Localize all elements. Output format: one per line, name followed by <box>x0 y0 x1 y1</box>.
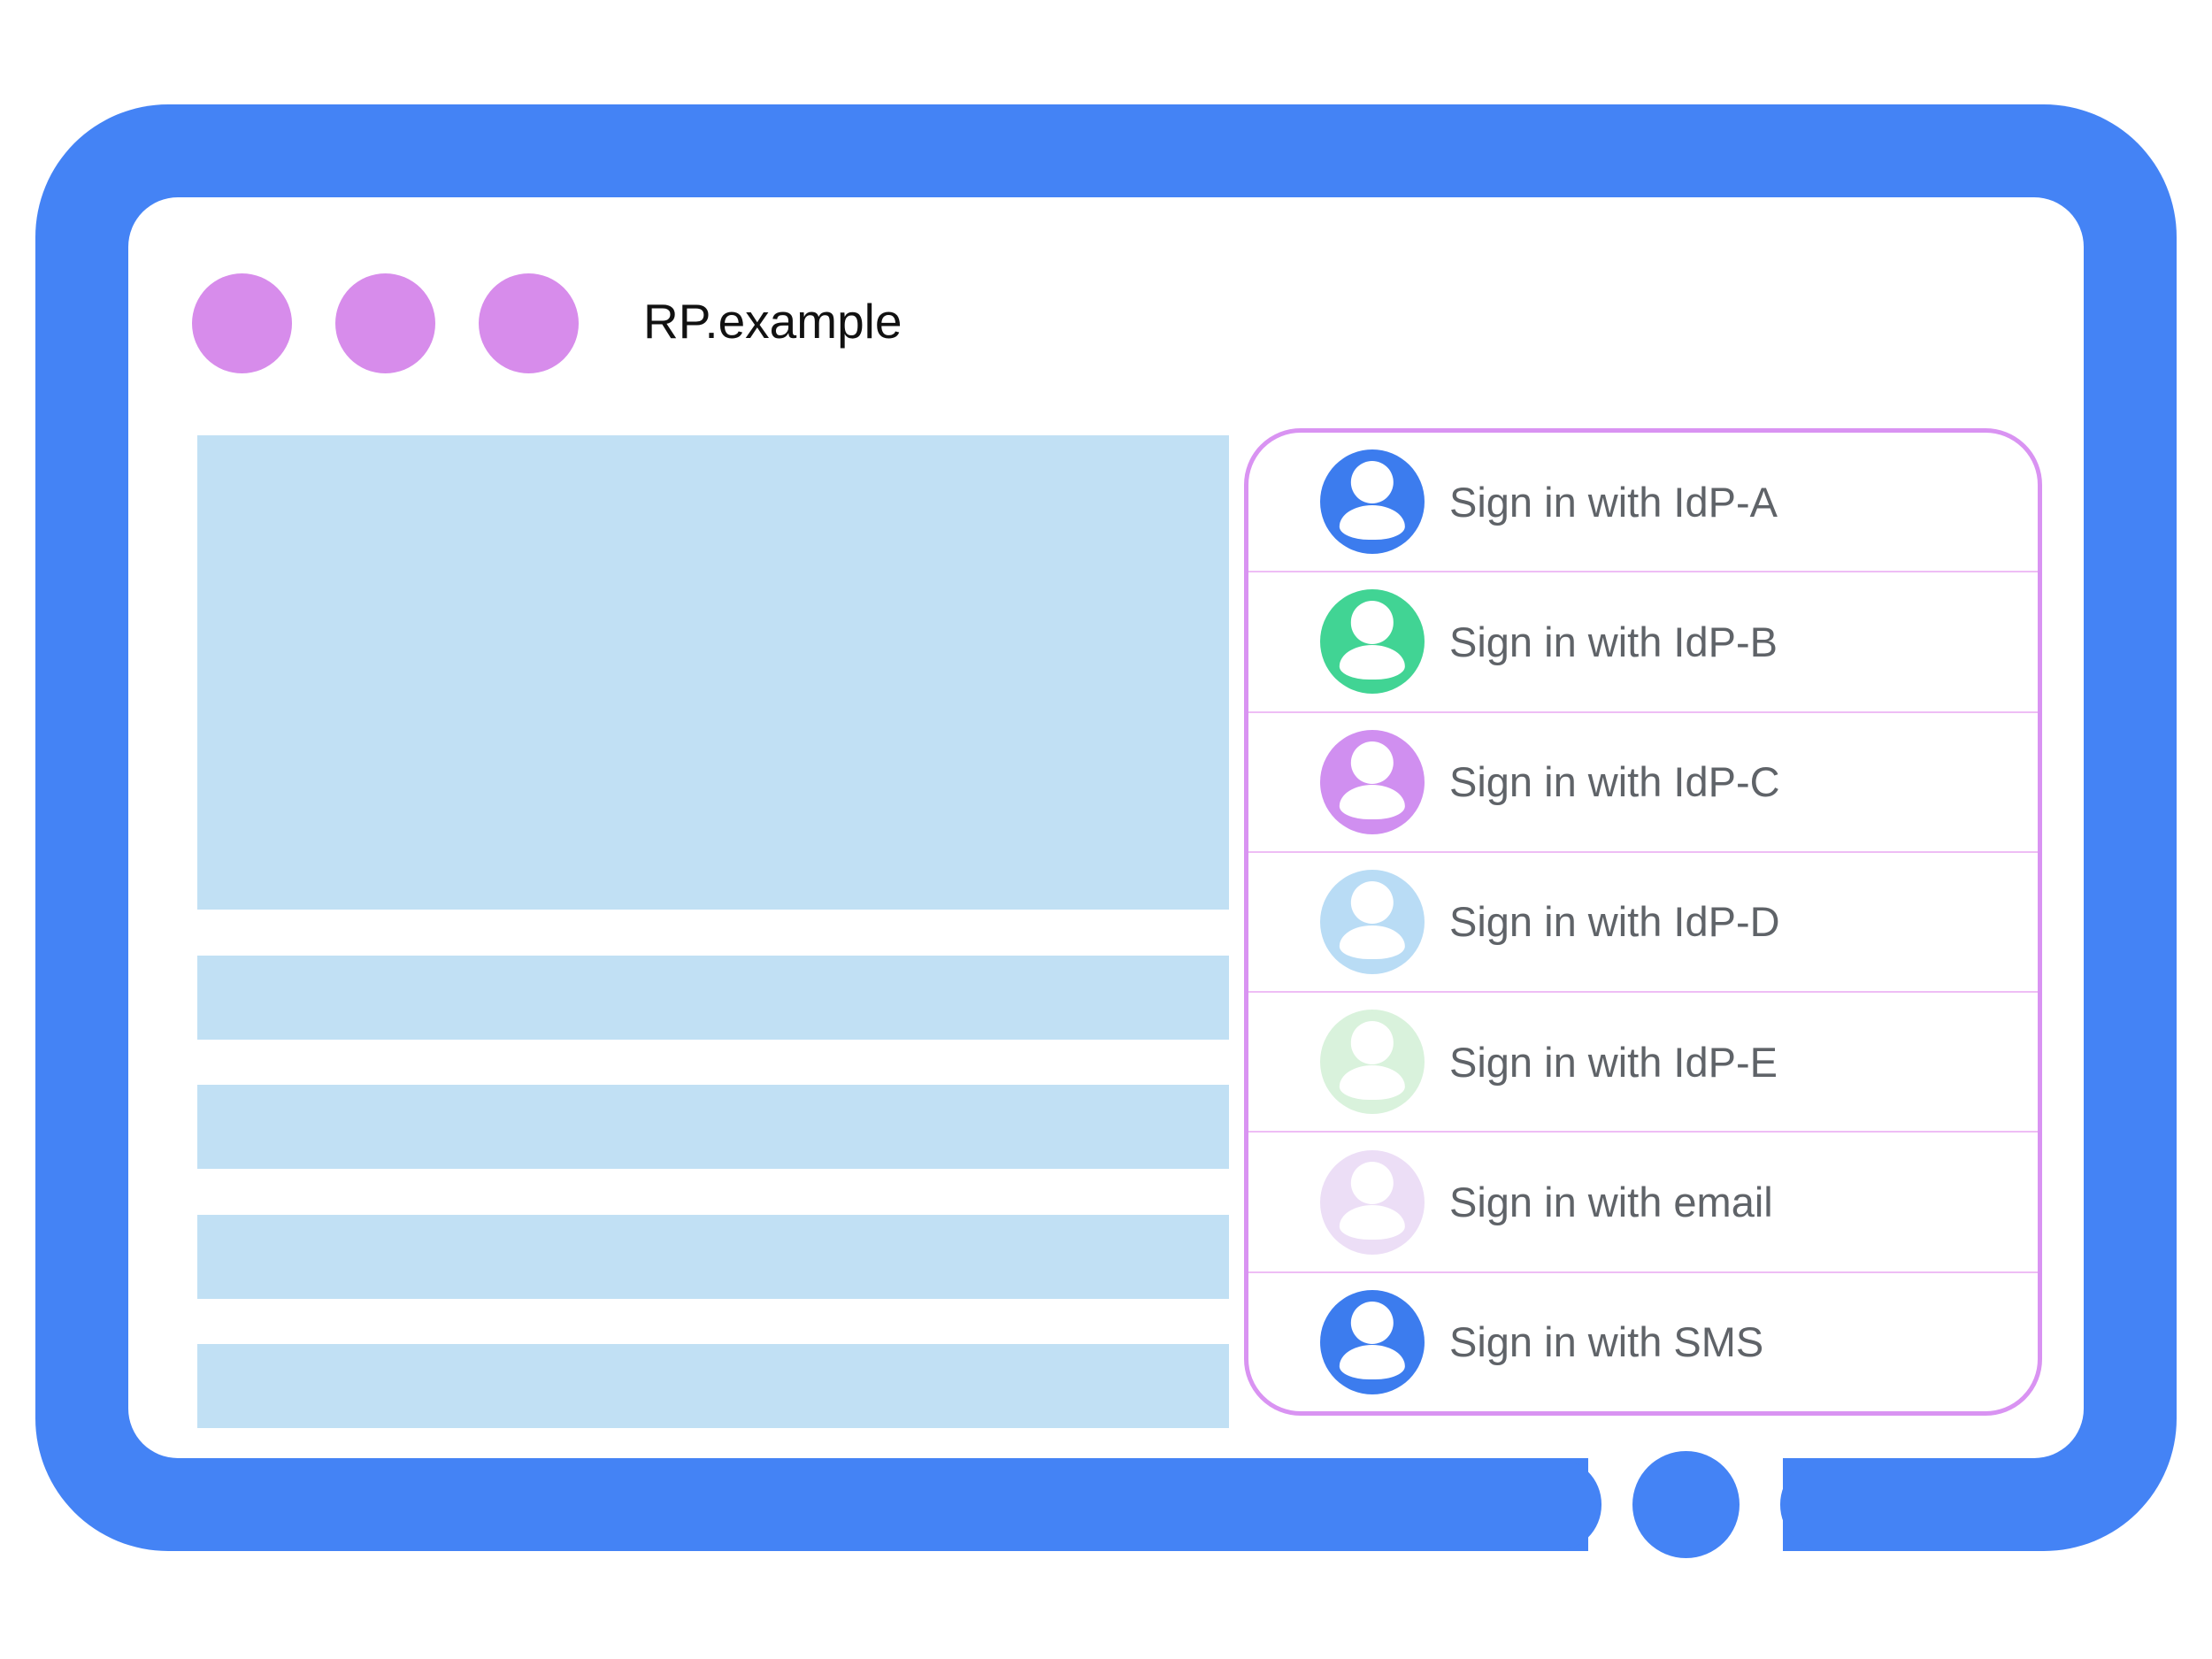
device-frame: RP.example Sign in with IdP-A Sign in wi… <box>35 104 2177 1551</box>
signin-option-idp-e[interactable]: Sign in with IdP-E <box>1248 991 2038 1131</box>
avatar-body <box>1339 1345 1406 1380</box>
avatar-head <box>1350 1301 1394 1345</box>
frame-notch-circle <box>1632 1451 1740 1558</box>
signin-option-idp-d[interactable]: Sign in with IdP-D <box>1248 850 2038 991</box>
avatar-head <box>1350 741 1394 785</box>
avatar-head <box>1350 880 1394 925</box>
account-chooser-panel: Sign in with IdP-A Sign in with IdP-B Si… <box>1244 428 2042 1416</box>
user-avatar-icon <box>1320 449 1425 555</box>
user-avatar-icon <box>1320 1010 1425 1115</box>
avatar-head <box>1350 601 1394 644</box>
avatar-body <box>1339 1064 1406 1100</box>
user-avatar-icon <box>1320 1149 1425 1255</box>
signin-option-label: Sign in with IdP-D <box>1449 898 1780 946</box>
avatar-body <box>1339 925 1406 960</box>
browser-window: RP.example Sign in with IdP-A Sign in wi… <box>128 197 2084 1458</box>
signin-option-sms[interactable]: Sign in with SMS <box>1248 1271 2038 1411</box>
frame-bar-end-cap <box>1780 1458 1851 1551</box>
signin-option-email[interactable]: Sign in with email <box>1248 1131 2038 1271</box>
signin-option-label: Sign in with IdP-C <box>1449 758 1780 806</box>
signin-option-label: Sign in with IdP-E <box>1449 1038 1778 1086</box>
avatar-head <box>1350 1021 1394 1064</box>
user-avatar-icon <box>1320 589 1425 695</box>
signin-option-label: Sign in with SMS <box>1449 1318 1764 1366</box>
avatar-body <box>1339 644 1406 680</box>
user-avatar-icon <box>1320 869 1425 974</box>
avatar-body <box>1339 504 1406 540</box>
avatar-body <box>1339 785 1406 820</box>
frame-bar-end-cap <box>1531 1458 1601 1551</box>
signin-option-idp-a[interactable]: Sign in with IdP-A <box>1248 433 2038 571</box>
content-placeholder-bar <box>197 1344 1229 1428</box>
signin-option-label: Sign in with email <box>1449 1179 1773 1226</box>
window-dot-icon <box>479 273 579 373</box>
user-avatar-icon <box>1320 729 1425 834</box>
window-controls <box>192 273 579 373</box>
avatar-body <box>1339 1205 1406 1240</box>
page-title: RP.example <box>643 294 902 349</box>
avatar-head <box>1350 461 1394 504</box>
content-placeholder-bar <box>197 1085 1229 1169</box>
content-placeholder-bar <box>197 1215 1229 1299</box>
window-dot-icon <box>192 273 292 373</box>
content-placeholder-bar <box>197 956 1229 1040</box>
content-placeholder-hero <box>197 435 1229 910</box>
signin-option-label: Sign in with IdP-B <box>1449 618 1778 665</box>
user-avatar-icon <box>1320 1289 1425 1394</box>
signin-option-idp-b[interactable]: Sign in with IdP-B <box>1248 571 2038 710</box>
signin-option-idp-c[interactable]: Sign in with IdP-C <box>1248 710 2038 851</box>
window-dot-icon <box>335 273 435 373</box>
signin-option-label: Sign in with IdP-A <box>1449 478 1778 526</box>
avatar-head <box>1350 1161 1394 1204</box>
